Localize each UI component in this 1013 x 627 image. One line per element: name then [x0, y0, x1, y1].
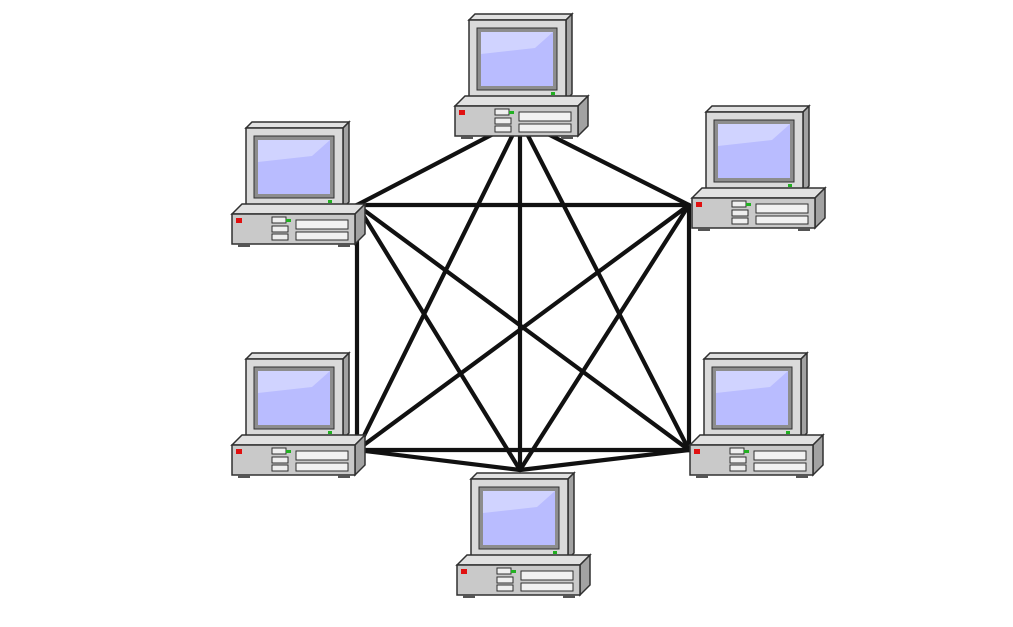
system-unit: [455, 553, 592, 598]
monitor-power-led: [786, 431, 790, 434]
system-unit: [690, 186, 827, 231]
drive-bay: [518, 123, 572, 133]
drive-bay: [295, 231, 349, 241]
monitor-power-led: [328, 200, 332, 203]
drive-bay: [755, 215, 809, 225]
power-led: [236, 218, 242, 223]
monitor: [467, 12, 574, 107]
connection-line-lower-left-to-bottom: [354, 447, 523, 473]
monitor: [702, 351, 809, 446]
drive-bay: [753, 450, 807, 461]
desktop-computer-icon: [230, 120, 367, 247]
drive-bay: [295, 450, 349, 461]
drive-bay: [520, 582, 574, 592]
system-unit: [230, 433, 367, 478]
drive-bay: [295, 462, 349, 472]
system-unit: [688, 433, 825, 478]
computer-node-upper-right: [690, 104, 827, 231]
system-unit: [453, 94, 590, 139]
computer-node-lower-left: [230, 351, 367, 478]
monitor: [469, 471, 576, 566]
drive-bay: [518, 111, 572, 122]
monitor-power-led: [553, 551, 557, 554]
desktop-computer-icon: [690, 104, 827, 231]
connection-line-upper-right-to-lower-left: [354, 202, 692, 453]
computer-node-bottom: [455, 471, 592, 598]
computer-nodes: [230, 12, 827, 598]
computer-node-top: [453, 12, 590, 139]
drive-bay: [520, 570, 574, 581]
desktop-computer-icon: [688, 351, 825, 478]
power-led: [461, 569, 467, 574]
connection-line-top-to-lower-right: [517, 117, 692, 453]
power-led: [236, 449, 242, 454]
monitor-power-led: [551, 92, 555, 95]
monitor-power-led: [328, 431, 332, 434]
connection-line-top-to-lower-left: [354, 117, 523, 453]
computer-node-lower-right: [688, 351, 825, 478]
power-led: [459, 110, 465, 115]
monitor-power-led: [788, 184, 792, 187]
monitor: [244, 351, 351, 446]
monitor: [704, 104, 811, 199]
monitor: [244, 120, 351, 215]
connection-line-lower-right-to-bottom: [517, 447, 692, 473]
computer-node-upper-left: [230, 120, 367, 247]
connection-lines: [354, 117, 692, 473]
drive-bay: [755, 203, 809, 214]
connection-line-upper-left-to-bottom: [354, 202, 523, 473]
drive-bay: [753, 462, 807, 472]
connection-line-upper-right-to-bottom: [517, 202, 692, 473]
desktop-computer-icon: [230, 351, 367, 478]
power-led: [694, 449, 700, 454]
desktop-computer-icon: [455, 471, 592, 598]
power-led: [696, 202, 702, 207]
system-unit: [230, 202, 367, 247]
drive-bay: [295, 219, 349, 230]
desktop-computer-icon: [453, 12, 590, 139]
